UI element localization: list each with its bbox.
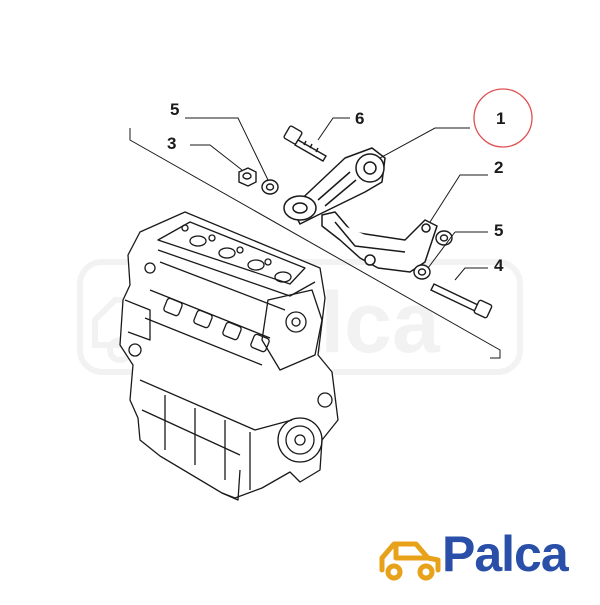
callout-3: 3 xyxy=(167,134,176,153)
nut-part-3 xyxy=(238,167,257,187)
bolt-part-4 xyxy=(430,283,493,319)
callout-5-top: 5 xyxy=(170,100,179,119)
spark-plug-wells xyxy=(189,235,292,283)
car-outline-icon xyxy=(379,541,441,581)
washer-part-5-right-a xyxy=(435,230,453,246)
bolt-part-6 xyxy=(283,125,327,162)
callout-1: 1 xyxy=(496,109,505,128)
palca-logo-text: Palca xyxy=(442,526,569,582)
callout-2: 2 xyxy=(494,158,503,177)
highlight-circle xyxy=(473,88,533,148)
callout-4: 4 xyxy=(494,256,504,275)
engine-mount-part-1 xyxy=(283,147,386,225)
callout-6: 6 xyxy=(355,109,364,128)
palca-logo: Palca xyxy=(376,524,586,590)
front-pulley xyxy=(277,417,323,463)
callout-5-right: 5 xyxy=(494,221,503,240)
leader-lines xyxy=(185,117,488,281)
washer-part-5-top xyxy=(261,179,279,195)
bracket-part-2 xyxy=(321,211,438,273)
engine-block xyxy=(119,211,339,501)
assembly-guide-line xyxy=(129,128,501,359)
washer-part-5-right-b xyxy=(413,264,431,280)
